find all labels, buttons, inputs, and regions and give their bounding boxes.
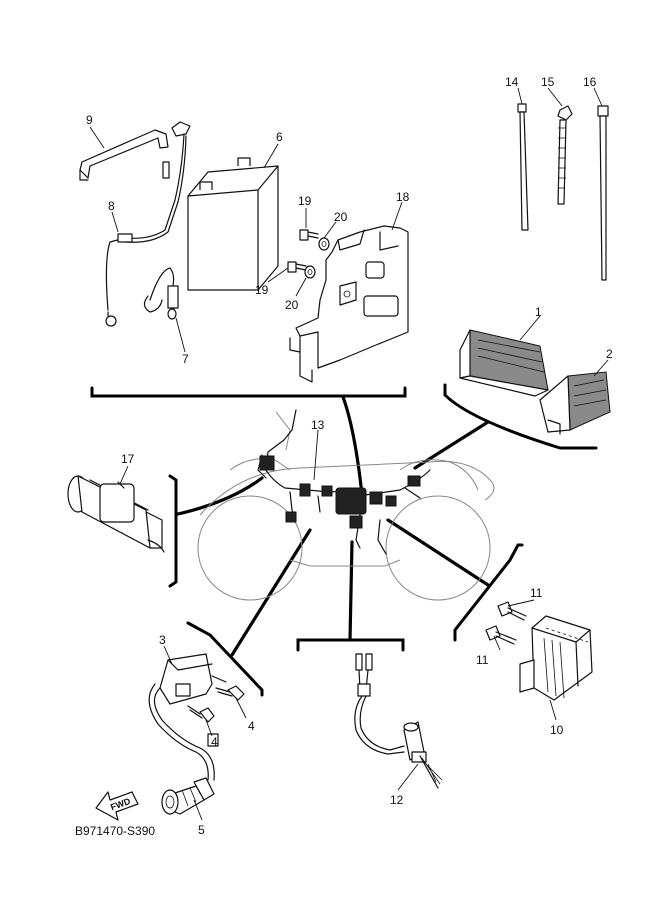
bolts-lower-right (485, 601, 527, 645)
callout-19b: 19 (255, 283, 269, 297)
connector-lines (176, 395, 490, 657)
wire-harness (257, 409, 431, 555)
relay-unit (539, 371, 611, 435)
ecu-bracket (289, 225, 409, 383)
callout-8: 8 (108, 199, 115, 213)
callout-14: 14 (505, 75, 519, 89)
callout-3: 3 (159, 633, 166, 647)
callout-16: 16 (583, 75, 597, 89)
callout-11b: 11 (476, 653, 489, 667)
callout-1: 1 (535, 305, 542, 319)
leader-lines (89, 87, 609, 821)
callout-2: 2 (606, 347, 613, 361)
callout-4b: 4 (211, 735, 218, 749)
battery-lead (105, 121, 191, 327)
callout-7: 7 (182, 352, 189, 366)
spark-plug-cap (161, 777, 215, 815)
callout-17: 17 (121, 452, 135, 466)
callout-11a: 11 (530, 586, 543, 600)
callout-12: 12 (390, 793, 404, 807)
atv-silhouette (197, 411, 495, 601)
sensor-lead (354, 653, 443, 789)
callout-4a: 4 (248, 719, 255, 733)
callout-6: 6 (276, 130, 283, 144)
callout-labels: 1 2 3 4 4 5 6 7 8 9 10 11 11 12 13 14 15… (86, 75, 613, 837)
callout-10: 10 (550, 723, 564, 737)
battery (187, 157, 279, 291)
callout-15: 15 (541, 75, 555, 89)
callout-20a: 20 (334, 210, 348, 224)
callout-9: 9 (86, 113, 93, 127)
coil-bolts (187, 685, 245, 723)
callout-19a: 19 (298, 194, 312, 208)
bolts-washers-upper (287, 229, 330, 279)
ignition-coil (148, 653, 227, 781)
callout-13: 13 (311, 418, 325, 432)
negative-lead (143, 267, 179, 320)
group-brackets (90, 383, 598, 697)
battery-band (79, 129, 169, 181)
rectifier-regulator (519, 615, 593, 701)
callout-20b: 20 (285, 298, 299, 312)
left-component (67, 475, 165, 553)
fwd-arrow (95, 791, 139, 821)
cable-ties (517, 103, 609, 281)
callout-18: 18 (396, 190, 410, 204)
callout-5: 5 (198, 823, 205, 837)
ecu-unit (459, 329, 549, 397)
diagram-code: B971470-S390 (75, 824, 155, 838)
